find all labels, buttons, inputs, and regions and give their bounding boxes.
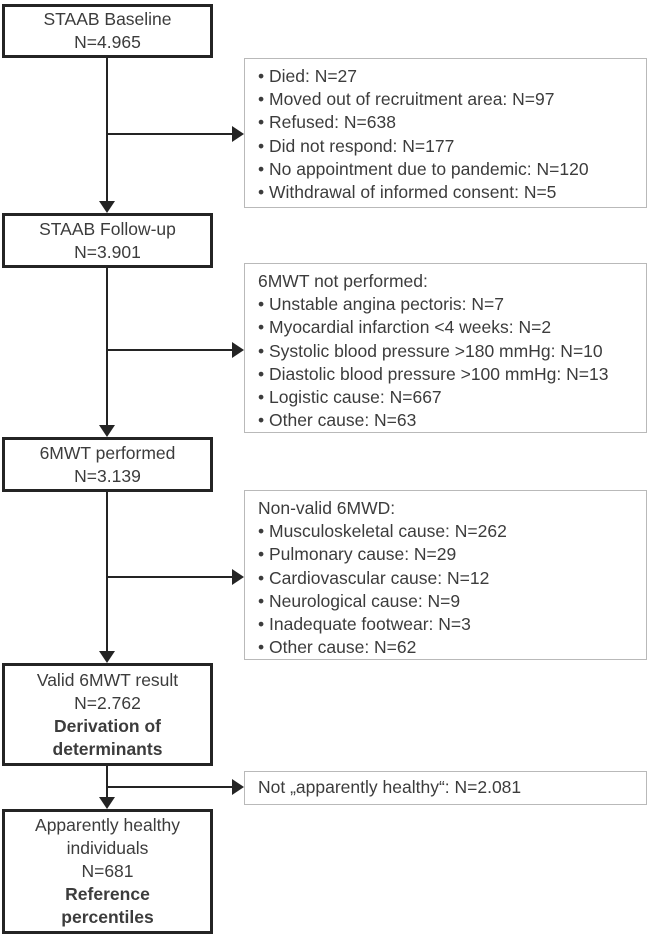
side-box-heading: 6MWT not performed: <box>258 271 428 291</box>
connector-line-4 <box>106 765 108 797</box>
arrow-right-icon <box>232 569 244 585</box>
arrow-right-icon <box>232 126 244 142</box>
box-line: N=2.762 <box>74 692 141 713</box>
list-item: • Died: N=27 <box>258 66 358 86</box>
arrow-down-icon <box>99 201 115 213</box>
list-item: • Refused: N=638 <box>258 112 396 133</box>
side-box-baseline-losses: • Died: N=27 • Moved out of recruitment … <box>244 58 647 208</box>
arrow-right-icon <box>232 779 244 795</box>
side-box-text: Not „apparently healthy“: N=2.081 <box>258 777 522 798</box>
flow-box-valid-6mwt: Valid 6MWT result N=2.762 Derivation of … <box>2 663 213 766</box>
arrow-down-icon <box>99 797 115 809</box>
list-item: • Moved out of recruitment area: N=97 <box>258 89 555 110</box>
branch-line-4 <box>107 786 232 788</box>
flow-box-apparently-healthy: Apparently healthy individuals N=681 Ref… <box>2 809 213 934</box>
box-line: N=3.901 <box>74 241 141 262</box>
branch-line-3 <box>107 576 232 578</box>
box-line-bold: determinants <box>52 738 163 759</box>
connector-line-1 <box>106 57 108 201</box>
box-line: N=3.139 <box>74 465 141 486</box>
flow-box-6mwt-performed: 6MWT performed N=3.139 <box>2 437 213 492</box>
list-item: • Unstable angina pectoris: N=7 <box>258 294 504 315</box>
branch-line-2 <box>107 349 232 351</box>
side-box-heading: Non-valid 6MWD: <box>258 498 396 518</box>
branch-line-1 <box>107 133 232 135</box>
list-item: • Did not respond: N=177 <box>258 135 455 156</box>
box-line-bold: percentiles <box>61 907 154 927</box>
list-item: • Pulmonary cause: N=29 <box>258 544 457 565</box>
side-box-6mwt-not-performed: 6MWT not performed: • Unstable angina pe… <box>244 263 647 433</box>
box-line-bold: Reference <box>65 884 150 904</box>
connector-line-2 <box>106 268 108 425</box>
box-line: Valid 6MWT result <box>36 669 179 690</box>
list-item: • Myocardial infarction <4 weeks: N=2 <box>258 317 552 338</box>
list-item: • Musculoskeletal cause: N=262 <box>258 521 507 542</box>
list-item: • Diastolic blood pressure >100 mmHg: N=… <box>258 363 609 384</box>
box-line: N=681 <box>81 861 134 881</box>
side-box-non-valid-6mwd: Non-valid 6MWD: • Musculoskeletal cause:… <box>244 490 647 660</box>
box-line: individuals <box>66 838 149 858</box>
arrow-down-icon <box>99 651 115 663</box>
flow-box-staab-baseline: STAAB Baseline N=4.965 <box>2 4 213 58</box>
arrow-right-icon <box>232 342 244 358</box>
list-item: • No appointment due to pandemic: N=120 <box>258 158 589 179</box>
box-line: 6MWT performed <box>39 442 176 463</box>
box-line: Apparently healthy <box>35 815 180 835</box>
flow-box-staab-followup: STAAB Follow-up N=3.901 <box>2 213 213 268</box>
list-item: • Systolic blood pressure >180 mmHg: N=1… <box>258 340 603 361</box>
list-item: • Logistic cause: N=667 <box>258 387 442 408</box>
box-line: STAAB Baseline <box>43 9 172 29</box>
connector-line-3 <box>106 492 108 651</box>
list-item: • Neurological cause: N=9 <box>258 590 461 611</box>
side-box-not-apparently-healthy: Not „apparently healthy“: N=2.081 <box>244 771 647 805</box>
list-item: • Cardiovascular cause: N=12 <box>258 567 490 588</box>
box-line: N=4.965 <box>74 32 141 52</box>
arrow-down-icon <box>99 425 115 437</box>
list-item: • Other cause: N=62 <box>258 637 417 658</box>
list-item: • Withdrawal of informed consent: N=5 <box>258 182 557 203</box>
box-line: STAAB Follow-up <box>39 218 176 239</box>
list-item: • Other cause: N=63 <box>258 410 417 431</box>
list-item: • Inadequate footwear: N=3 <box>258 614 471 635</box>
box-line-bold: Derivation of <box>54 715 161 736</box>
